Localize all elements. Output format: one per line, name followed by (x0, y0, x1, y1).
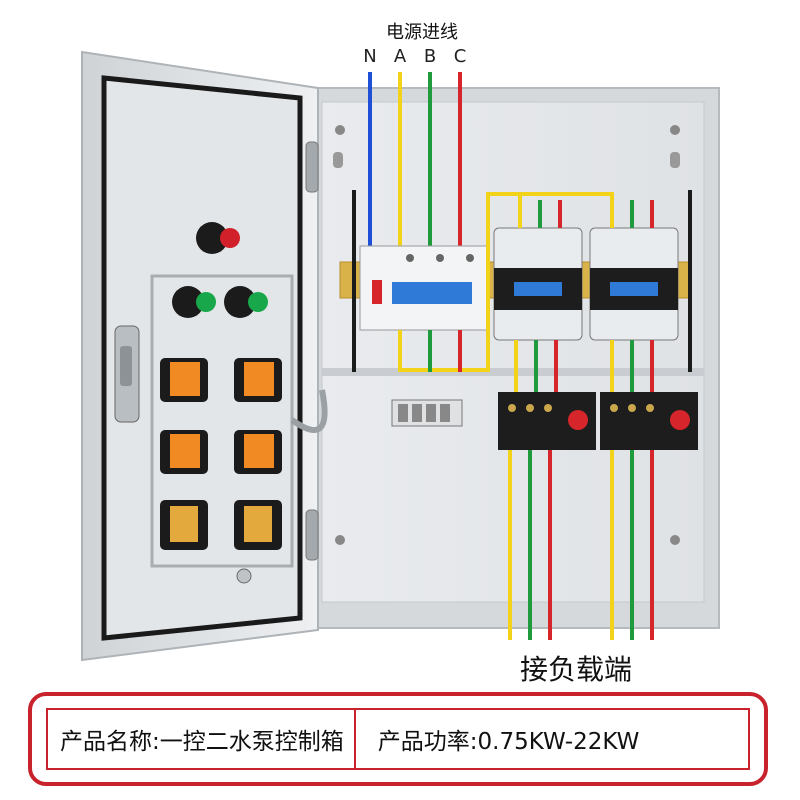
product-name: 产品名称:一控二水泵控制箱 (60, 729, 344, 755)
indicator-light-icon (172, 286, 216, 318)
push-button-icon (160, 430, 208, 474)
contactor-icon (493, 227, 583, 341)
open-door (81, 50, 328, 662)
breaker-icon (359, 245, 489, 331)
push-button-icon (234, 500, 282, 550)
phase-label-a: A (393, 46, 407, 67)
contactor-relay-wires (514, 340, 654, 392)
load-output-wires (508, 450, 654, 640)
push-button-icon (160, 500, 208, 550)
spec-box: 产品名称:一控二水泵控制箱 产品功率:0.75KW-22KW (28, 692, 768, 786)
thermal-relay-icon (498, 392, 596, 450)
door-lock-handle-icon (114, 325, 140, 423)
indicator-light-icon (224, 286, 268, 318)
terminal-block-icon (391, 399, 463, 427)
door-hinge-icon (305, 141, 319, 193)
contactor-icon (589, 227, 679, 341)
incoming-wires (368, 72, 462, 262)
door-hinge-icon (305, 509, 319, 561)
control-box-illustration (81, 50, 720, 662)
phase-label-b: B (423, 46, 437, 67)
phase-label-n: N (363, 46, 377, 67)
indicator-light-icon (196, 222, 240, 254)
spec-divider (353, 710, 356, 768)
push-button-icon (234, 430, 282, 474)
internal-wiring (352, 190, 692, 372)
product-power: 产品功率:0.75KW-22KW (377, 729, 640, 755)
spec-inner-frame: 产品名称:一控二水泵控制箱 产品功率:0.75KW-22KW (46, 708, 750, 770)
push-button-icon (160, 358, 208, 402)
push-button-icon (234, 358, 282, 402)
control-box-svg (81, 50, 720, 662)
thermal-relay-icon (600, 392, 698, 450)
load-terminal-label: 接负载端 (520, 653, 633, 686)
phase-label-c: C (453, 46, 467, 67)
power-inlet-label: 电源进线 (386, 22, 458, 43)
